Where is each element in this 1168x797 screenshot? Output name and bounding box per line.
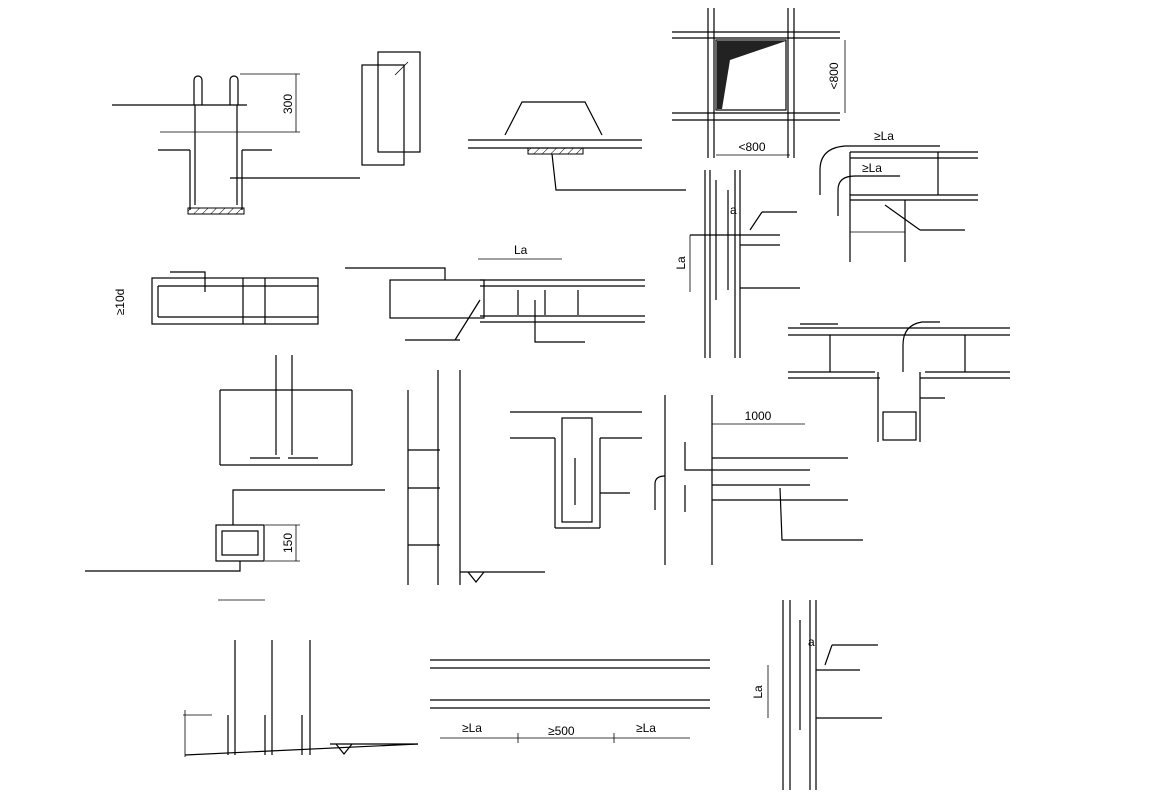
detail-column-lap-bottom: a La (751, 600, 882, 790)
dimension-150: 150 (281, 533, 295, 553)
lap-a-bottom-label: a (808, 635, 815, 649)
detail-column-ground (183, 640, 419, 757)
anchor-la-outer-label: ≥La (874, 129, 894, 143)
beam-la-right-label: ≥La (636, 721, 656, 735)
lap-la-side-label: La (674, 256, 688, 270)
detail-square-opening: <800 <800 (672, 8, 846, 158)
dimension-800-horizontal: <800 (738, 140, 765, 154)
dimension-1000: 1000 (745, 409, 772, 423)
detail-wall-bars-1000: 1000 (654, 395, 863, 565)
beam-la-top-label: La (514, 243, 528, 257)
dimension-300: 300 (281, 94, 295, 114)
detail-tall-wall (407, 370, 545, 585)
lap-a-top-label: a (730, 203, 737, 217)
anchor-la-inner-label: ≥La (862, 161, 882, 175)
detail-column-lap-top: a La (674, 170, 800, 358)
detail-overlap-plates (361, 51, 421, 166)
detail-beam-step-la: La (345, 243, 645, 343)
detail-t-beam-section (510, 411, 642, 529)
detail-slab-trapezoid (468, 101, 686, 191)
lap-la-bottom-label: La (751, 685, 765, 699)
detail-beam-end-10d: ≥10d (113, 271, 319, 325)
dimension-800-vertical: <800 (827, 62, 841, 89)
detail-long-beam: ≥La ≥500 ≥La (430, 659, 710, 743)
detail-small-section-150: 150 (85, 489, 385, 601)
detail-corner-anchorage: ≥La ≥La (819, 129, 978, 262)
detail-u-bar-wall: 300 (112, 73, 360, 215)
detail-wall-foundation (219, 355, 353, 466)
beam-500-label: ≥500 (548, 724, 575, 738)
detail-t-junction (788, 321, 1010, 442)
dimension-10d: ≥10d (113, 289, 127, 316)
beam-la-left-label: ≥La (462, 721, 482, 735)
